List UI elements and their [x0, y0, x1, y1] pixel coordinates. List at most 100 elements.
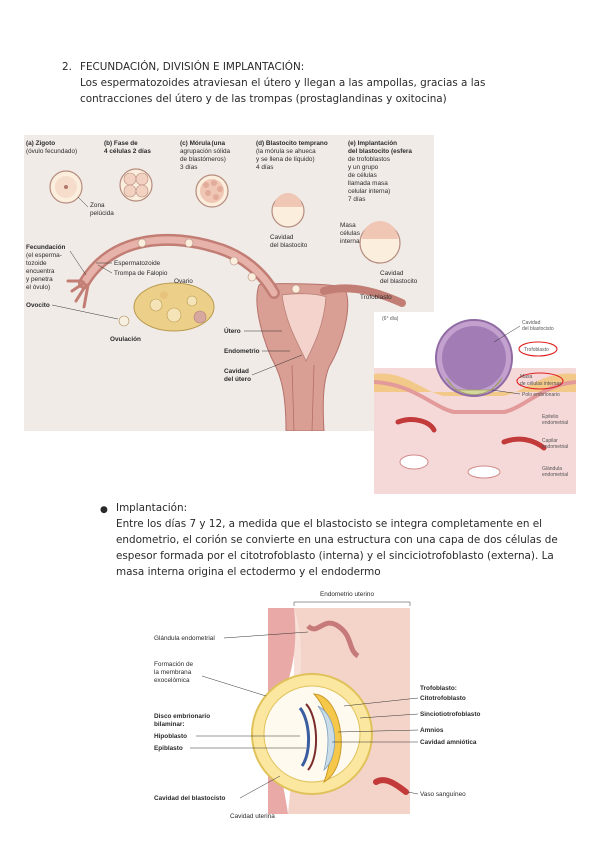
svg-text:4 células 2 días: 4 células 2 días — [104, 148, 151, 155]
svg-text:Polo embrionario: Polo embrionario — [522, 392, 560, 398]
masa-label: de células internas — [520, 381, 562, 387]
svg-text:del útero: del útero — [224, 376, 251, 383]
cavidad-utero-label: del útero — [224, 376, 251, 383]
svg-text:Cavidad: Cavidad — [380, 270, 404, 277]
masa-label: interna — [340, 238, 360, 245]
stage-title: (a) Zigoto — [26, 140, 55, 147]
morula-cell — [196, 175, 228, 207]
svg-text:Trofoblasto: Trofoblasto — [524, 347, 549, 353]
sincitiotrofoblasto-label: Sinciotiotrofoblasto — [420, 711, 480, 718]
stage-line: agrupación sólida — [180, 148, 231, 155]
zona-label: Zona — [90, 202, 105, 209]
masa-label: Masa — [340, 222, 356, 229]
cavidad-blastocisto-label: Cavidad del blastocisto — [154, 795, 225, 802]
svg-text:Cavidad del blastocisto: Cavidad del blastocisto — [154, 795, 225, 802]
svg-text:Sinciotiotrofoblasto: Sinciotiotrofoblasto — [420, 711, 480, 718]
vaso-label: Vaso sanguíneo — [420, 791, 466, 798]
svg-text:Citotrofoblasto: Citotrofoblasto — [420, 695, 466, 702]
svg-text:Endometrio: Endometrio — [224, 348, 260, 355]
svg-text:(c) Mórula(una: (c) Mórula(una — [180, 140, 225, 147]
stage-title: (e) Implantación — [348, 140, 397, 147]
cavidad-uterina-label: Cavidad uterina — [230, 813, 275, 820]
stage-line: 4 días — [256, 164, 273, 171]
svg-text:exocelómica: exocelómica — [154, 677, 190, 684]
svg-text:bilaminar:: bilaminar: — [154, 721, 185, 728]
fecundacion-line: tozoide — [26, 260, 47, 267]
ovocito-label: Ovocito — [26, 302, 50, 309]
svg-text:4 días: 4 días — [256, 164, 273, 171]
svg-text:Espermatozoide: Espermatozoide — [114, 260, 161, 267]
svg-text:y penetra: y penetra — [26, 276, 53, 283]
stage-line: del blastocito (esfera — [348, 148, 412, 155]
formacion-label: exocelómica — [154, 677, 190, 684]
svg-text:de células: de células — [348, 172, 377, 179]
svg-text:Cavidad: Cavidad — [224, 368, 249, 375]
cavidad-utero-label: Cavidad — [224, 368, 249, 375]
endometrio-uterino-label: Endometrio uterino — [320, 591, 374, 598]
epitelio-label: endometrial — [542, 420, 568, 426]
cavidad-label: Cavidad — [380, 270, 404, 277]
zygote-cell — [50, 171, 82, 203]
svg-text:Masa: Masa — [340, 222, 356, 229]
svg-text:Zona: Zona — [90, 202, 105, 209]
stage-line: (una — [212, 140, 226, 147]
svg-text:Trofoblasto:: Trofoblasto: — [420, 685, 457, 692]
utero-label: Útero — [224, 326, 241, 335]
trompa-label: Trompa de Falopio — [114, 270, 168, 277]
disco-label: bilaminar: — [154, 721, 185, 728]
figure-caption: (6° día) — [382, 316, 399, 322]
bullet-title: Implantación: — [116, 500, 187, 516]
svg-text:endometrial: endometrial — [542, 444, 568, 450]
stage-line: 7 días — [348, 196, 365, 203]
bilaminar-disc-figure: Endometrio uterino Glándula endometrial … — [148, 586, 504, 822]
paragraph-line: masa interna origina el ectodermo y el e… — [116, 564, 560, 580]
svg-text:pelúcida: pelúcida — [90, 210, 114, 217]
paragraph-line: Entre los días 7 y 12, a medida que el b… — [116, 516, 560, 532]
implantation-closeup-figure: (6° día) Cavidad del blastocisto Trofobl… — [374, 312, 576, 494]
svg-text:(d) Blastocito temprano: (d) Blastocito temprano — [256, 140, 328, 147]
svg-text:(6° día): (6° día) — [382, 316, 399, 322]
svg-text:de blastómeros): de blastómeros) — [180, 156, 226, 163]
svg-text:y un grupo: y un grupo — [348, 164, 379, 171]
stage-line: (la mórula se ahueca — [256, 148, 316, 155]
stage-line: 3 días — [180, 164, 197, 171]
svg-text:Disco embrionario: Disco embrionario — [154, 713, 210, 720]
fecundacion-line: y penetra — [26, 276, 53, 283]
amnios-label: Amnios — [420, 727, 444, 734]
svg-text:(el esperma-: (el esperma- — [26, 252, 62, 259]
ovario-label: Ovario — [174, 278, 193, 285]
svg-text:del blastocito: del blastocito — [270, 242, 308, 249]
polo-label: Polo embrionario — [522, 392, 560, 398]
svg-text:Ovario: Ovario — [174, 278, 193, 285]
stage-line: de trofoblastos — [348, 156, 390, 163]
fecundacion-title: Fecundación — [26, 244, 66, 251]
svg-text:(b) Fase de: (b) Fase de — [104, 140, 138, 147]
bullet-paragraph: Entre los días 7 y 12, a medida que el b… — [116, 516, 560, 580]
fecundacion-line: (el esperma- — [26, 252, 62, 259]
glandula-label: endometrial — [542, 472, 568, 478]
paragraph-line: Los espermatozoides atraviesan el útero … — [80, 75, 520, 91]
fecundacion-line: encuentra — [26, 268, 55, 275]
epiblasto-label: Epiblasto — [154, 745, 183, 752]
svg-text:células: células — [340, 230, 360, 237]
masa-label: Masa — [520, 374, 532, 380]
section-title: FECUNDACIÓN, DIVISIÓN E IMPLANTACIÓN: — [80, 59, 304, 75]
hipoblasto-label: Hipoblasto — [154, 733, 187, 740]
section-number: 2. — [62, 59, 72, 75]
svg-text:Glándula endometrial: Glándula endometrial — [154, 635, 215, 642]
svg-text:Cavidad uterina: Cavidad uterina — [230, 813, 275, 820]
stage-line: llamada masa — [348, 180, 388, 187]
paragraph-line: endometrio, el corión se convierte en un… — [116, 532, 560, 548]
zona-label: pelúcida — [90, 210, 114, 217]
svg-text:de trofoblastos: de trofoblastos — [348, 156, 390, 163]
svg-text:Trompa de Falopio: Trompa de Falopio — [114, 270, 168, 277]
stage-line: 4 células 2 días — [104, 148, 151, 155]
svg-text:Útero: Útero — [224, 326, 241, 335]
svg-text:Endometrio uterino: Endometrio uterino — [320, 591, 374, 598]
stage-title: (d) Blastocito temprano — [256, 140, 328, 147]
trofoblasto-label: Trofoblasto: — [420, 685, 457, 692]
svg-text:de células internas: de células internas — [520, 381, 562, 387]
bullet-marker: ● — [100, 502, 108, 518]
svg-text:Fecundación: Fecundación — [26, 244, 66, 251]
stage-line: de células — [348, 172, 377, 179]
